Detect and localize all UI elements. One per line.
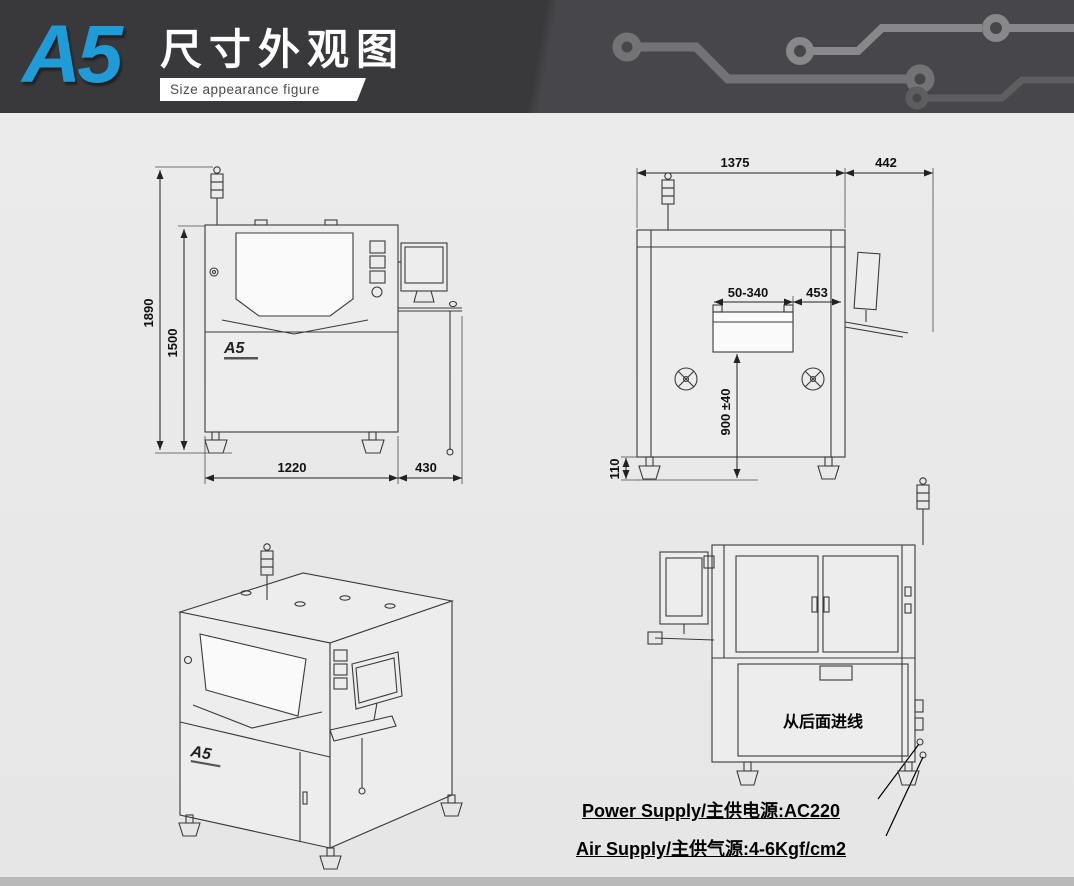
dim-height-total: 1890	[141, 299, 156, 328]
rear-feet	[637, 456, 840, 481]
front-logo: A5	[223, 340, 246, 357]
rear-rail-dimensions: 50-340 453	[714, 285, 841, 308]
circuit-trace	[813, 24, 982, 55]
rear-machine-body	[636, 229, 846, 458]
side-monitor-arm	[647, 551, 715, 645]
rear-height-dimensions: 900 ±40 110	[607, 354, 741, 481]
rear-fan-left	[674, 367, 698, 391]
dim-work-height: 900 ±40	[718, 389, 733, 436]
rear-top-dimensions: 1375 442	[636, 155, 934, 332]
side-machine-body: 从后面进线	[711, 544, 916, 763]
dim-foot-height: 110	[607, 459, 622, 480]
circuit-trace	[640, 42, 906, 84]
page-subtitle-box: Size appearance figure	[160, 78, 366, 101]
front-monitor-arm	[398, 242, 462, 456]
circuit-trace-decoration	[612, 14, 1074, 110]
front-signal-tower	[210, 166, 224, 225]
side-signal-tower	[916, 477, 930, 545]
rear-view-drawing: 1375 442	[607, 155, 934, 481]
page-title: 尺寸外观图	[160, 26, 406, 73]
iso-view-drawing: A5	[177, 543, 463, 870]
front-feet	[204, 431, 385, 454]
circuit-ring-icon	[905, 64, 935, 94]
circuit-ring-icon	[905, 86, 929, 110]
dim-height-table: 1500	[165, 329, 180, 358]
iso-signal-tower	[260, 543, 274, 600]
iso-logo: A5	[188, 743, 213, 764]
power-supply-label: Power Supply/主供电源:AC220	[582, 801, 841, 821]
page-header: A5 尺寸外观图 Size appearance figure	[0, 0, 1074, 113]
page-subtitle: Size appearance figure	[170, 82, 320, 97]
dim-rail-edge: 453	[806, 285, 828, 300]
dim-rear-width-body: 1375	[721, 155, 750, 170]
circuit-trace	[928, 76, 1074, 102]
bottom-strip	[0, 877, 1074, 886]
rear-monitor-arm	[844, 251, 909, 338]
side-view-drawing: 从后面进线	[647, 477, 930, 837]
model-badge: A5	[22, 9, 123, 100]
circuit-ring-icon	[786, 37, 814, 65]
front-dimensions: 1890 1500 1220 430	[141, 166, 463, 484]
circuit-ring-icon	[612, 32, 642, 62]
air-supply-label: Air Supply/主供气源:4-6Kgf/cm2	[576, 839, 847, 859]
front-machine-body: A5	[204, 219, 399, 433]
rear-fan-right	[801, 367, 825, 391]
dim-width-monitor: 430	[415, 460, 437, 475]
iso-machine-body: A5	[177, 572, 455, 849]
dim-rear-width-monitor: 442	[875, 155, 897, 170]
dim-rail-adjust: 50-340	[728, 285, 768, 300]
dim-width-body: 1220	[278, 460, 307, 475]
rear-signal-tower	[661, 172, 675, 230]
front-view-drawing: A5	[141, 166, 463, 484]
iso-feet	[178, 794, 463, 870]
iso-monitor-arm	[329, 651, 403, 795]
circuit-ring-icon	[982, 14, 1010, 42]
side-feet	[736, 761, 920, 786]
rear-entry-note: 从后面进线	[783, 712, 863, 731]
